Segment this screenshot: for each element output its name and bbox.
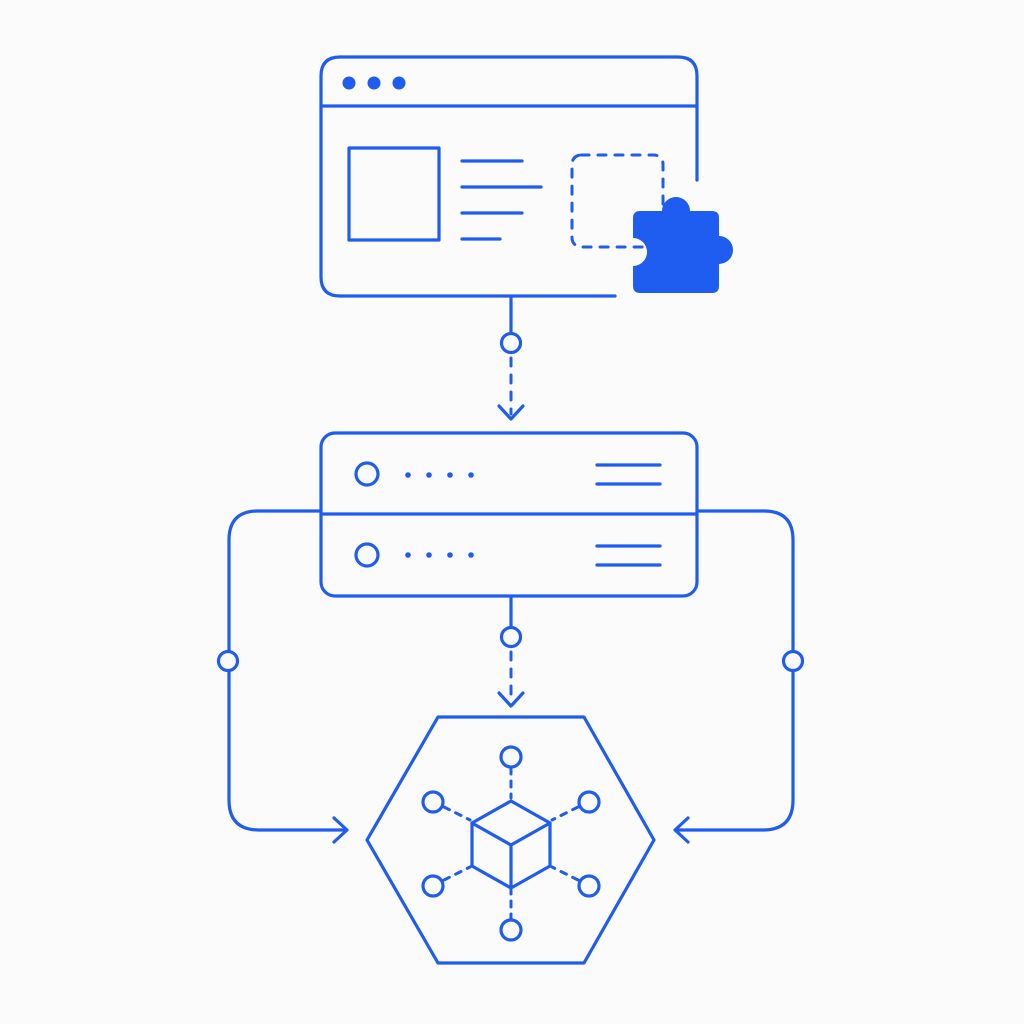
satellite-node	[577, 874, 601, 898]
connector-line	[674, 670, 795, 832]
hexagon-outline	[365, 715, 656, 965]
server-status-led	[354, 461, 380, 487]
cube-icon	[470, 799, 552, 890]
server-status-led	[354, 542, 380, 568]
arrowhead-down	[497, 404, 525, 421]
puzzle-piece-icon	[633, 197, 733, 293]
arrowhead-left	[673, 816, 690, 844]
satellite-node	[577, 790, 601, 814]
connector-node	[499, 625, 523, 649]
server-indicator-dot	[426, 472, 432, 478]
connector-server-to-core	[497, 595, 525, 708]
server-indicator-dot	[447, 552, 453, 558]
server-indicator-dot	[405, 472, 411, 478]
connector-node	[781, 649, 805, 673]
spoke-line	[442, 865, 472, 882]
server-stack	[319, 431, 699, 598]
core-hexagon	[365, 715, 656, 965]
server-indicator-dot	[405, 552, 411, 558]
window-control-dot	[342, 76, 356, 90]
spoke-line	[550, 805, 580, 822]
server-unit-1	[354, 461, 662, 487]
arrowhead-right	[332, 816, 349, 844]
window-control-dot	[392, 76, 406, 90]
spoke-line	[550, 865, 580, 882]
server-indicator-dot	[468, 552, 474, 558]
server-indicator-dot	[468, 472, 474, 478]
satellite-node	[421, 874, 445, 898]
satellite-node	[421, 790, 445, 814]
connector-left-loop	[216, 509, 349, 844]
server-indicator-dot	[426, 552, 432, 558]
connector-node	[216, 649, 240, 673]
server-indicator-dot	[447, 472, 453, 478]
connector-node	[499, 331, 523, 355]
browser-frame	[319, 55, 699, 298]
connector-right-loop	[673, 509, 805, 844]
spoke-line	[442, 805, 472, 822]
window-control-dot	[367, 76, 381, 90]
connector-line	[227, 509, 323, 652]
plugin-slot-placeholder	[570, 153, 665, 249]
connector-line	[695, 509, 795, 652]
connector-line	[227, 670, 348, 832]
arrowhead-down	[497, 691, 525, 708]
satellite-node	[499, 745, 523, 769]
browser-window	[319, 55, 733, 298]
satellite-node	[499, 918, 523, 942]
connector-browser-to-server	[497, 295, 525, 421]
server-unit-2	[354, 542, 662, 568]
image-placeholder	[347, 146, 441, 242]
